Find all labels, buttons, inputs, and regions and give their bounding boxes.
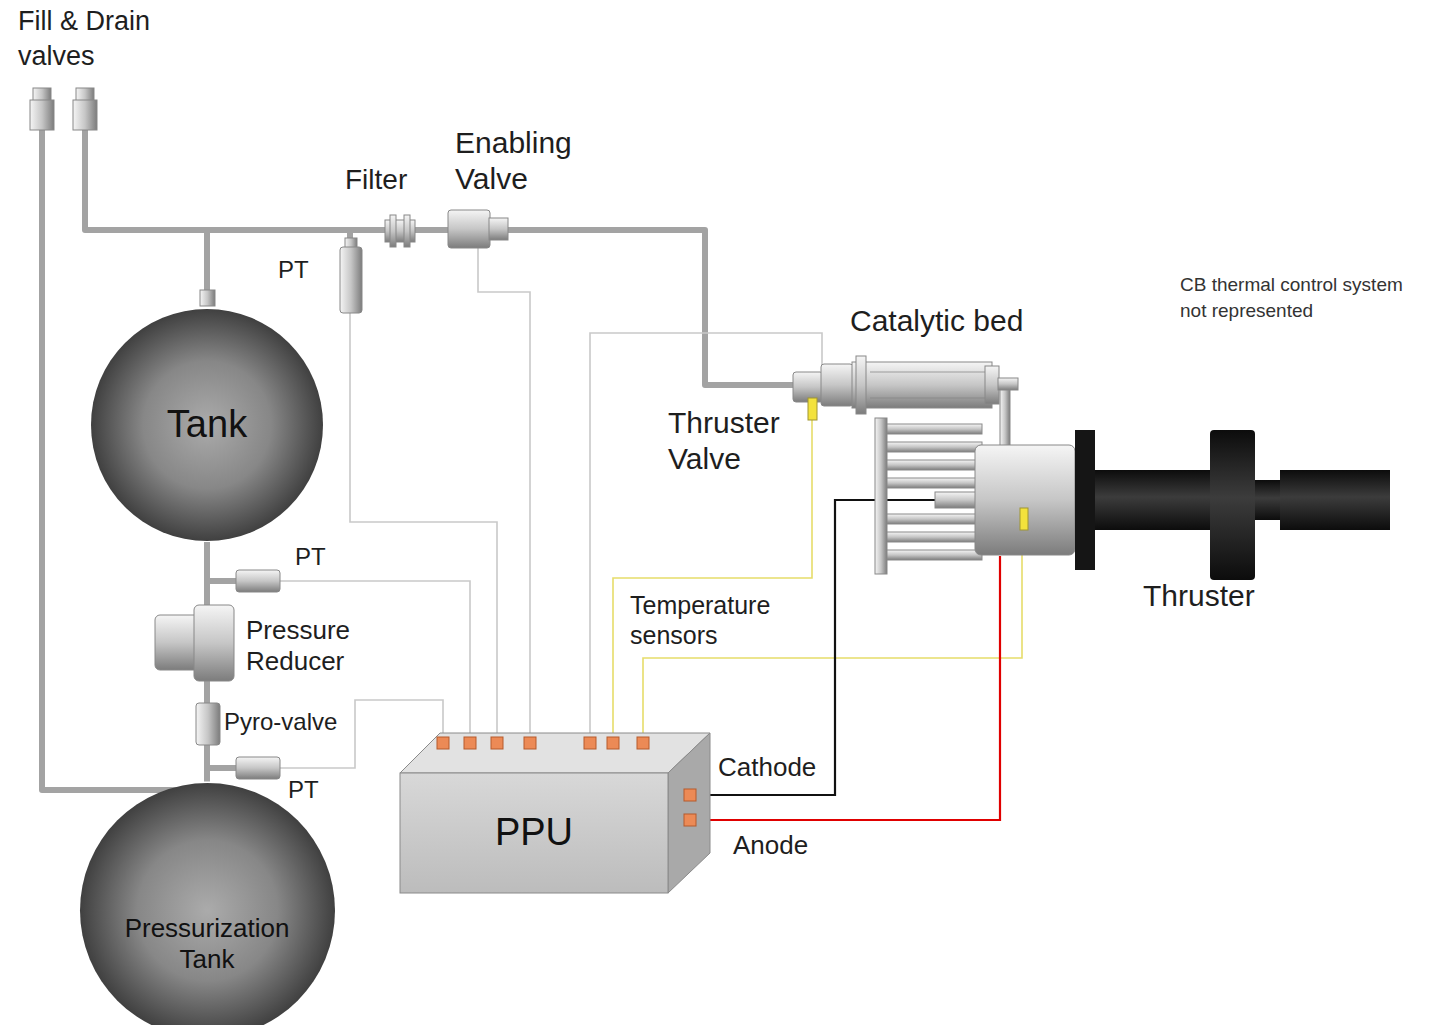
bed-stripe: [870, 398, 985, 399]
signal-wire: [478, 248, 530, 742]
pyro-valve: [196, 703, 220, 745]
tank-sphere: [80, 783, 335, 1025]
box-front: [400, 773, 668, 893]
heat-tube: [886, 478, 982, 488]
wire-label: Temperature sensors: [630, 590, 800, 650]
pressure-transducer: [340, 247, 362, 313]
sensor-label: PT: [278, 256, 318, 285]
connector-pin: [684, 789, 696, 801]
tank-outline: [79, 782, 336, 1025]
valve-label: Fill & Drain valves: [18, 4, 193, 74]
thruster-body: [1095, 470, 1213, 530]
bed-flange: [985, 366, 999, 404]
heat-tube: [886, 514, 982, 524]
connector-pin: [637, 737, 649, 749]
valve-port: [489, 218, 508, 240]
connector-pin: [684, 814, 696, 826]
cathode-wire: [696, 500, 938, 795]
component-label: Pyro-valve: [224, 708, 349, 737]
component-label: Pressure Reducer: [246, 615, 376, 677]
component-label: Filter: [345, 163, 455, 197]
component-label: Catalytic bed: [850, 303, 1070, 339]
component-label: Enabling Valve: [455, 125, 595, 197]
nozzle-neck: [1255, 480, 1280, 520]
thruster-ring: [975, 445, 1075, 555]
node-label: Tank: [167, 402, 247, 448]
temperature-sensor: [1020, 508, 1028, 530]
tank-fitting: [200, 290, 215, 306]
component-label: Thruster Valve: [668, 405, 798, 477]
enabling-valve: [448, 210, 490, 248]
catalytic-bed: [852, 362, 992, 408]
bed-outlet: [998, 378, 1018, 390]
heat-tube: [886, 424, 982, 434]
pressure-reducer: [194, 605, 234, 681]
thruster-flange: [875, 418, 887, 574]
connector-pin: [524, 737, 536, 749]
nozzle: [1280, 470, 1390, 530]
filter-ring: [404, 215, 410, 247]
pressurization-tank: Pressurization Tank: [79, 782, 336, 1025]
heat-tube: [886, 460, 982, 470]
sensor-label: PT: [288, 776, 328, 805]
thruster-valve: [821, 364, 853, 406]
connector-pin: [491, 737, 503, 749]
filter-ring: [390, 215, 396, 247]
propellant-tank: Tank: [90, 308, 324, 542]
node-label: Pressurization Tank: [107, 913, 307, 975]
signal-wire: [590, 333, 822, 742]
connector-pin: [584, 737, 596, 749]
wire-label: Anode: [733, 830, 833, 861]
pipe: [207, 578, 238, 584]
sensor-label: PT: [295, 543, 335, 572]
connector-pin: [437, 737, 449, 749]
connector-pin: [464, 737, 476, 749]
note: CB thermal control system not represente…: [1180, 272, 1412, 323]
bed-stripe: [870, 372, 985, 373]
thruster-mount: [1075, 430, 1095, 570]
drain-valve: [73, 100, 97, 130]
power-processing-unit: PPU: [398, 731, 712, 895]
feed-pipe: [1000, 385, 1010, 447]
pipe: [207, 765, 238, 771]
wire-label: Cathode: [718, 752, 828, 783]
pressure-transducer: [236, 570, 280, 592]
connector-pin: [607, 737, 619, 749]
tank-sphere: [91, 309, 323, 541]
signal-wire: [350, 313, 497, 742]
temperature-sensor: [808, 398, 817, 420]
thruster-flange: [1210, 430, 1255, 580]
node-label: PPU: [495, 810, 573, 856]
heat-tube: [886, 442, 982, 452]
heat-tube: [886, 532, 982, 542]
box-side: [668, 733, 710, 893]
fill-valve: [30, 100, 54, 130]
bed-flange: [856, 356, 866, 414]
pressure-transducer: [236, 757, 280, 779]
heat-tube: [886, 550, 982, 560]
component-label: Thruster: [1143, 578, 1303, 614]
box-top: [400, 733, 710, 773]
